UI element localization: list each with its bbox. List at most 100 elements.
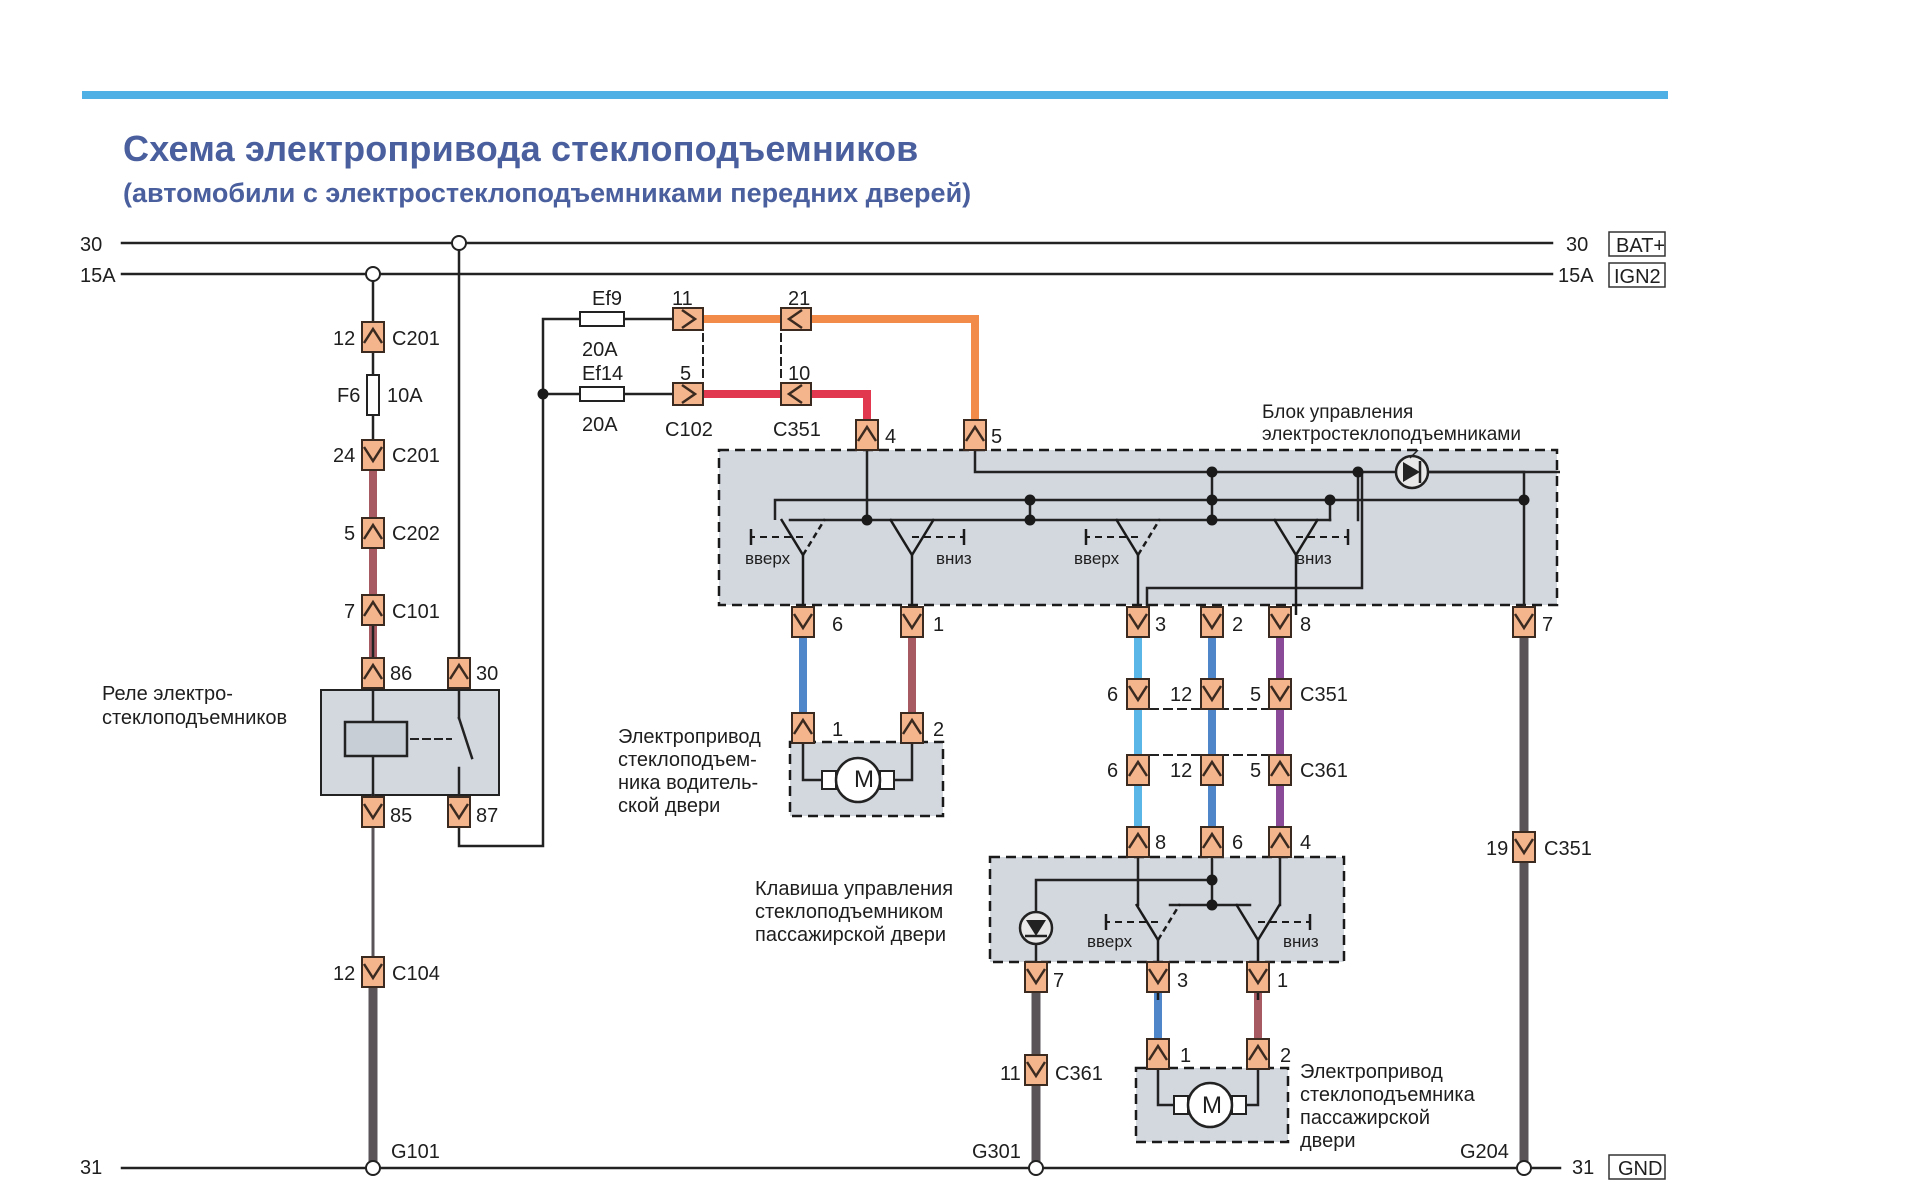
splice-30 — [451, 235, 467, 251]
ef9-rating: 20A — [582, 339, 618, 361]
connector-c102-5 — [672, 382, 704, 406]
connector-pin-glyph — [964, 424, 986, 442]
switch-arm-no — [1156, 903, 1182, 941]
junction-ecu-5 — [1324, 494, 1336, 506]
connector-body — [1268, 826, 1292, 858]
ecu-pin2-feed — [1145, 472, 1364, 610]
junction-switch-1 — [1206, 874, 1218, 886]
fuse-f6 — [366, 374, 380, 416]
connector-driver-motor-2 — [900, 712, 924, 744]
connector-body — [900, 606, 924, 638]
relay-pin-87: 87 — [476, 805, 498, 827]
connector-body — [1512, 831, 1536, 863]
connector-body — [361, 439, 385, 471]
c101-pin: 7 — [344, 601, 355, 623]
ecu-sw1-up: вверх — [745, 549, 791, 568]
connector-c351-21 — [780, 307, 812, 331]
connector-body — [1126, 678, 1150, 710]
ecu-indicator-led — [1394, 449, 1430, 490]
driver-motor — [821, 756, 895, 804]
connector-body — [1200, 606, 1224, 638]
connector-pin-glyph — [786, 308, 803, 330]
connector-body — [1200, 826, 1224, 858]
connector-c351-19 — [1512, 831, 1536, 863]
ecu-switch-pass-down — [1272, 518, 1350, 615]
wire-relay-87-to-fuses — [457, 394, 545, 848]
passenger-motor-pin-2: 2 — [1280, 1045, 1291, 1067]
ef14-name: Ef14 — [582, 363, 623, 385]
c351-name-top: C351 — [773, 419, 821, 441]
connector-pin-glyph — [786, 383, 803, 405]
c104-name: C104 — [392, 963, 440, 985]
wire-to-ef9 — [541, 317, 580, 394]
connector-c361-6 — [1126, 754, 1150, 786]
led-triangle — [1026, 920, 1046, 936]
junction-ecu-7 — [861, 514, 873, 526]
fuse-ef9 — [579, 311, 625, 327]
ecu-sw2-down: вниз — [1296, 549, 1332, 568]
driver-motor-label-4: ской двери — [618, 795, 720, 817]
connector-c101-7 — [361, 594, 385, 626]
connector-body — [1146, 961, 1170, 993]
relay-label-line2: стеклоподъемников — [102, 707, 287, 729]
motor-brush-right — [879, 770, 895, 790]
junction-ecu-3 — [1024, 494, 1036, 506]
connector-pin-glyph — [792, 717, 814, 735]
c361-row-pin-5: 5 — [1250, 760, 1261, 782]
connector-body — [361, 517, 385, 549]
connector-pin-glyph — [1269, 831, 1291, 849]
connector-ecu-4 — [855, 419, 879, 451]
connector-body — [791, 712, 815, 744]
connector-pin-glyph — [1127, 685, 1149, 703]
connector-ecu-3 — [1126, 606, 1150, 638]
connector-pin-glyph — [1247, 968, 1269, 986]
connector-switch-7 — [1024, 961, 1048, 993]
ecu-label-line2: электростеклоподъемниками — [1262, 424, 1521, 445]
switch-pin-3: 3 — [1177, 970, 1188, 992]
ign2-box — [1608, 262, 1666, 288]
connector-pin-glyph — [448, 662, 470, 680]
switch-arm-no — [1294, 518, 1320, 556]
driver-motor-label-1: Электропривод — [618, 726, 761, 748]
connector-body — [1268, 606, 1292, 638]
connector-pin-glyph — [1269, 685, 1291, 703]
connector-pin-glyph — [1127, 831, 1149, 849]
connector-switch-6 — [1200, 826, 1224, 858]
ground-g204-point — [1516, 1160, 1532, 1176]
connector-body — [361, 594, 385, 626]
motor-circle — [834, 756, 882, 804]
connector-pin-glyph — [1147, 1043, 1169, 1061]
connector-relay-86 — [361, 657, 385, 689]
c102-name: C102 — [665, 419, 713, 441]
switch-arm-no — [1256, 903, 1282, 941]
bus-31-right-label: 31 — [1572, 1157, 1594, 1179]
passenger-motor-pin-1: 1 — [1180, 1045, 1191, 1067]
connector-body — [1268, 678, 1292, 710]
switch-arm-nc — [1134, 903, 1160, 941]
connector-body — [447, 796, 471, 828]
connector-body — [1126, 754, 1150, 786]
ef9-name: Ef9 — [592, 288, 622, 310]
c201-bot-pin: 24 — [333, 445, 355, 467]
connector-switch-4 — [1268, 826, 1292, 858]
ecu-label-line1: Блок управления — [1262, 402, 1413, 423]
c351-pin-19: 19 — [1486, 838, 1508, 860]
switch-label-1: Клавиша управления — [755, 878, 953, 900]
c361-row-pin-6: 6 — [1107, 760, 1118, 782]
connector-body — [780, 382, 812, 406]
c351-row-pin-12: 12 — [1170, 684, 1192, 706]
connector-c202-5 — [361, 517, 385, 549]
junction-ecu-6 — [1518, 494, 1530, 506]
c351-19-name: C351 — [1544, 838, 1592, 860]
splice-15a — [365, 266, 381, 282]
c351-pin-10: 10 — [788, 363, 810, 385]
connector-pin-glyph — [856, 424, 878, 442]
connector-ecu-2 — [1200, 606, 1224, 638]
ecu-switch-pass-up — [1084, 518, 1162, 615]
c361-11-name: C361 — [1055, 1063, 1103, 1085]
bus-30-right-label: 30 — [1566, 234, 1588, 256]
gnd-tag: GND — [1618, 1158, 1662, 1180]
connector-c351-5 — [1268, 678, 1292, 710]
ecu-pin-2: 2 — [1232, 614, 1243, 636]
